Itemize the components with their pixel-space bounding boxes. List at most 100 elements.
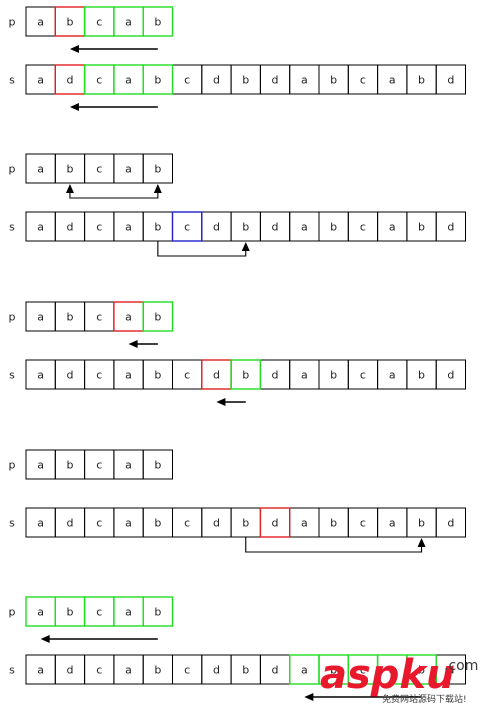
text-cell-char: b [418,517,425,530]
text-cell-char: c [360,664,366,677]
text-cell-char: d [66,369,73,382]
pattern-cell-char: b [154,606,161,619]
text-cell [259,507,291,538]
text-cell-char: a [389,74,396,87]
text-cell-char: d [272,517,279,530]
text-cell-char: a [301,369,308,382]
text-row-label: s [9,664,15,677]
pattern-cell-char: b [66,606,73,619]
pattern-cell [142,153,173,184]
text-cell-char: a [125,221,132,234]
pattern-cell-char: b [154,16,161,29]
arrowhead [304,693,314,701]
text-cell-char: c [96,369,102,382]
pattern-cell-char: a [125,163,132,176]
pattern-cell-char: a [125,16,132,29]
text-cell-char: b [418,664,425,677]
pattern-cell [142,301,174,332]
text-row-label: s [9,517,15,530]
pattern-row-label: p [9,311,16,324]
text-cell-char: c [360,369,366,382]
text-cell-char: b [154,517,161,530]
pattern-cell-char: b [154,311,161,324]
pattern-cell-char: a [125,606,132,619]
text-cell-char: c [184,664,190,677]
text-cell-char: b [154,369,161,382]
arrowhead [128,340,138,348]
text-cell-char: b [330,221,337,234]
text-cell-char: b [242,221,249,234]
pattern-cell-char: c [96,311,102,324]
pattern-row-label: p [9,16,16,29]
text-cell-char: a [389,517,396,530]
text-cell-char: a [37,74,44,87]
text-cell-char: d [213,664,220,677]
text-cell-char: a [301,74,308,87]
text-cell-char: b [330,74,337,87]
text-cell-char: d [447,517,454,530]
watermark-sub-text: 免费网站源码下载站! [382,693,467,705]
text-cell-char: d [447,664,454,677]
text-cell-char: b [330,664,337,677]
text-cell [142,64,174,95]
text-cell-char: a [301,221,308,234]
text-cell [230,359,262,390]
watermark-main-text: aspku [320,652,455,698]
text-cell-char: a [389,221,396,234]
pattern-cell-char: b [66,16,73,29]
arrowhead [40,635,50,643]
arrowhead [417,538,426,547]
text-cell-char: a [125,517,132,530]
text-cell [435,64,467,95]
arrowhead [153,184,162,193]
text-cell-char: a [301,517,308,530]
text-cell-char: d [272,664,279,677]
bracket-arrow-line [69,191,159,199]
text-cell [171,211,203,242]
text-cell-char: c [184,221,190,234]
arrowhead [216,398,226,406]
text-cell-char: a [389,664,396,677]
pattern-cell-char: b [154,163,161,176]
text-cell [435,359,467,390]
text-cell-char: d [272,221,279,234]
pattern-row-label: p [9,606,16,619]
text-cell-char: c [360,74,366,87]
text-cell-char: a [125,369,132,382]
arrowhead [241,242,250,251]
text-cell-char: c [360,517,366,530]
text-cell-char: b [418,74,425,87]
bracket-arrow-line [157,241,247,257]
arrowhead [69,45,79,53]
text-cell-char: c [184,369,190,382]
pattern-cell-char: b [66,163,73,176]
text-cell-char: d [213,221,220,234]
pattern-cell-char: a [37,459,44,472]
text-cell-char: a [301,664,308,677]
pattern-cell-char: b [66,311,73,324]
text-cell-char: b [330,517,337,530]
text-cell-char: c [184,74,190,87]
pattern-cell-char: a [37,606,44,619]
pattern-cell-char: c [96,459,102,472]
pattern-cell-char: b [66,459,73,472]
text-cell-char: d [66,74,73,87]
text-cell-char: b [242,369,249,382]
text-cell [435,507,467,538]
text-cell-char: b [154,221,161,234]
bracket-arrow-line [245,537,423,553]
text-cell-char: a [37,221,44,234]
text-cell-char: a [37,369,44,382]
pattern-cell-char: c [96,606,102,619]
text-cell-char: c [96,517,102,530]
text-cell-char: a [125,664,132,677]
pattern-cell-char: a [37,163,44,176]
text-cell-char: d [272,74,279,87]
arrowhead [69,103,79,111]
text-row-label: s [9,74,15,87]
text-cell-char: b [242,74,249,87]
text-cell-char: b [418,221,425,234]
text-cell-char: c [360,221,366,234]
